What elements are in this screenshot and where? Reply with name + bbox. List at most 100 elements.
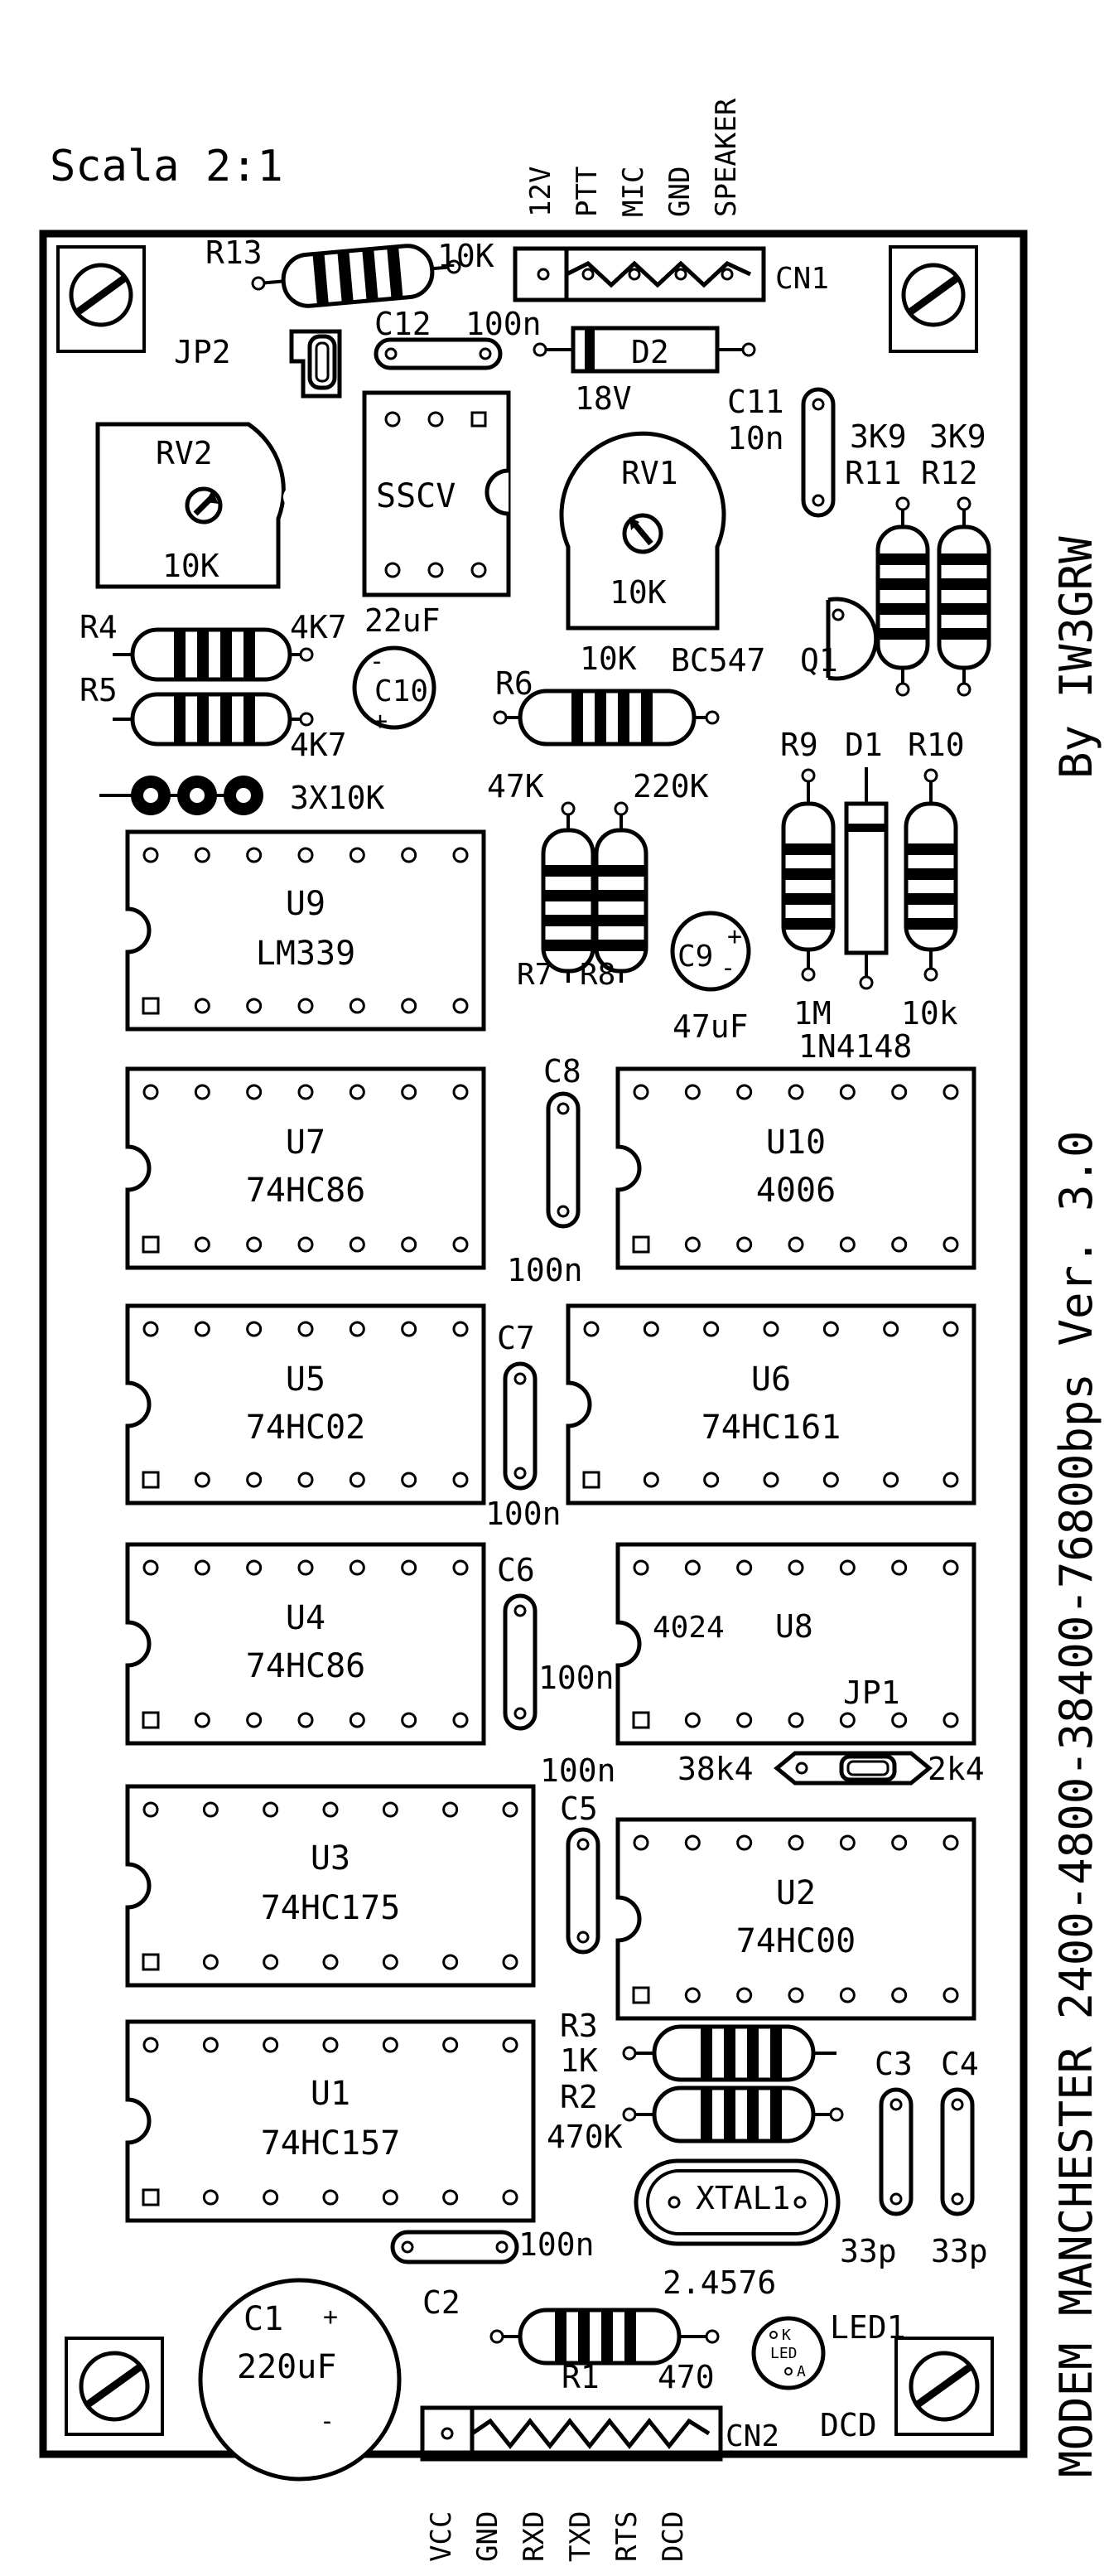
- ic-pin: [502, 1954, 518, 1970]
- ic-pin1: [142, 1235, 160, 1254]
- resistor-r7: [541, 801, 595, 983]
- r5-ref: R5: [80, 672, 118, 708]
- board-title: MODEM MANCHESTER 2400-4800-38400-76800bp…: [1050, 1130, 1102, 2477]
- ic-ref: U9: [286, 885, 325, 923]
- resistor-r13: [251, 244, 461, 308]
- ic-part: 4006: [756, 1172, 836, 1210]
- capacitor-c12: [374, 337, 503, 370]
- c2-ref: C2: [422, 2284, 460, 2321]
- led-k: K: [782, 2327, 791, 2344]
- cn2-pin-rts: RTS: [610, 2511, 644, 2562]
- capacitor-c7: [503, 1361, 538, 1491]
- r10-ref: R10: [908, 727, 965, 763]
- ic-pin: [839, 1834, 856, 1851]
- diode-d1: [844, 767, 889, 990]
- ic-pin: [891, 1834, 908, 1851]
- ic-pin: [322, 2037, 339, 2053]
- ic-body: [125, 1784, 536, 1988]
- ic-pin: [246, 1321, 263, 1337]
- c9-value: 47uF: [673, 1008, 749, 1045]
- c9-minus: -: [721, 954, 735, 983]
- ic-pin: [142, 1559, 159, 1576]
- ic-pin: [891, 1987, 908, 2003]
- socket-sscv: [362, 390, 511, 597]
- trimmer-rv1: [559, 431, 726, 631]
- ic-ref: U10: [766, 1124, 826, 1162]
- ic-pin: [633, 1084, 649, 1100]
- c10-minus: -: [369, 647, 384, 676]
- ic-pin: [382, 2037, 398, 2053]
- ic-pin: [202, 2037, 219, 2053]
- ic-pin: [442, 2037, 459, 2053]
- r1-ref: R1: [562, 2359, 600, 2395]
- ic-pin: [297, 1712, 314, 1728]
- led-ref: LED1: [830, 2309, 906, 2346]
- ic-pin: [246, 998, 263, 1014]
- mounting-hole-top-left: [56, 245, 146, 353]
- c10-value: 22uF: [364, 602, 441, 639]
- ic-ref: U6: [751, 1360, 791, 1399]
- ic-body: [125, 1542, 486, 1746]
- ic-pin: [401, 1712, 417, 1728]
- ic-pin: [502, 2037, 518, 2053]
- ic-pin: [763, 1321, 779, 1337]
- ic-ref: U2: [776, 1874, 816, 1912]
- board-outline: [39, 230, 1028, 2458]
- ic-pin: [297, 998, 314, 1014]
- mounting-hole-top-right: [889, 245, 978, 353]
- capacitor-c11: [801, 387, 836, 518]
- capacitor-c4: [940, 2087, 975, 2216]
- ic-part: 74HC00: [736, 1922, 856, 1960]
- board-author: By IW3GRW: [1050, 536, 1102, 779]
- capacitor-c1: [198, 2278, 402, 2482]
- ic-pin: [684, 1084, 701, 1100]
- c12-ref: C12: [374, 306, 431, 342]
- rv1-value: 10K: [610, 574, 667, 611]
- ic-pin: [194, 1321, 210, 1337]
- ic-pin: [502, 2189, 518, 2206]
- ic-pin: [736, 1236, 753, 1253]
- c7-value: 100n: [485, 1496, 562, 1532]
- ic-pin: [142, 1321, 159, 1337]
- trimmer-rv2: [95, 422, 306, 589]
- ic-ref: U8: [775, 1608, 813, 1645]
- ic-pin: [942, 1472, 959, 1488]
- cn1-pin-ptt: PTT: [571, 167, 604, 217]
- ic-pin: [633, 1834, 649, 1851]
- ic-pin: [452, 1472, 469, 1488]
- r12-value: 3K9: [929, 418, 986, 455]
- ic-pin: [246, 1236, 263, 1253]
- d2-value: 18V: [575, 380, 632, 417]
- ic-pin: [263, 1954, 279, 1970]
- cn1-pin-gnd: GND: [663, 167, 697, 217]
- ic-pin: [684, 1712, 701, 1728]
- resistor-r9: [781, 768, 836, 982]
- r6-value: 10K: [580, 640, 637, 677]
- crystal-xtal1: [634, 2158, 841, 2246]
- c12-value: 100n: [465, 306, 542, 342]
- ic-part: 74HC175: [261, 1889, 401, 1927]
- ic-pin: [942, 1236, 959, 1253]
- capacitor-c10: [352, 645, 436, 730]
- ic-ref: U1: [311, 2075, 350, 2113]
- cn2-pin-gnd: GND: [471, 2511, 504, 2562]
- r2-value: 470K: [547, 2119, 623, 2155]
- r8-ref: R8: [580, 958, 615, 992]
- ic-pin: [246, 847, 263, 863]
- cn1-pin-speaker: SPEAKER: [710, 98, 743, 217]
- c3-value: 33p: [840, 2233, 897, 2269]
- ic-pin: [322, 1954, 339, 1970]
- ic-pin: [349, 1236, 365, 1253]
- ic-pin: [736, 1084, 753, 1100]
- ic-pin: [736, 1559, 753, 1576]
- ic-pin: [452, 998, 469, 1014]
- ic-part: 74HC86: [246, 1172, 366, 1210]
- ic-pin: [839, 1084, 856, 1100]
- capacitor-c9: [670, 911, 751, 992]
- ic-pin: [194, 998, 210, 1014]
- ic-pin: [382, 1954, 398, 1970]
- d1-ref: D1: [845, 727, 883, 763]
- capacitor-c8: [546, 1091, 581, 1229]
